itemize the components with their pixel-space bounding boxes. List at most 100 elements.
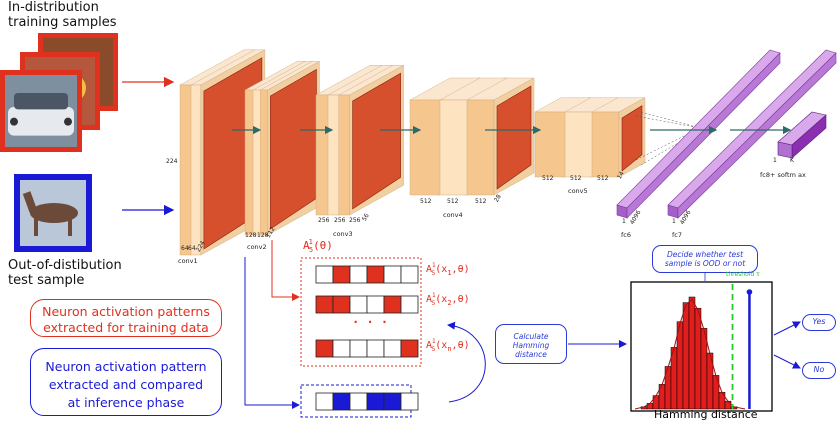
conv4-slice-1: [436, 99, 468, 196]
conv2-to-test-arrow: [244, 257, 300, 409]
threshold-label: threshold τ: [726, 271, 760, 278]
fc6-front: [626, 52, 781, 219]
histogram-bar-7: [682, 302, 690, 410]
ood-horse-body: [30, 203, 78, 223]
fc8-dim-a: 1: [773, 157, 777, 164]
conv5-dim-c: 512: [597, 175, 609, 182]
conv1-dim-a: 64: [181, 245, 189, 252]
fc8-end: [777, 141, 793, 159]
fc7-front: [677, 52, 837, 219]
pattern-row-1-cell-5: [400, 265, 419, 284]
decide-line2: sample is OOD or not: [664, 259, 746, 268]
inference-pattern-line3: at inference phase: [67, 395, 185, 410]
pattern-test-cell-0: [315, 392, 334, 411]
conv5-slice-1: [561, 111, 593, 178]
pattern-row-2-cell-1: [332, 295, 351, 314]
fc7-dim-a: 1: [672, 218, 676, 225]
pattern-row-2-cell-3: [366, 295, 385, 314]
sample-1-car-body: [8, 106, 74, 136]
fc-dash-0: [635, 115, 701, 129]
histogram-bar-6: [676, 321, 684, 410]
pattern-test-cell-5: [400, 392, 419, 411]
train-patterns-line2: extracted for training data: [43, 320, 209, 335]
conv1-dim-b: 64: [188, 245, 196, 252]
histogram-bar-9: [694, 307, 702, 410]
pattern-row-n-cell-5: [400, 339, 419, 358]
conv1-label: conv1: [178, 257, 198, 265]
pattern-row-2-cell-0: [315, 295, 334, 314]
pattern-test-cell-4: [383, 392, 402, 411]
conv2-slice-2: [259, 89, 268, 236]
conv5-red-panel: [621, 105, 643, 172]
conv2-dim-b: 128: [257, 232, 269, 239]
conv4-dim-c: 512: [475, 198, 487, 205]
fc8-dim-b: K: [790, 157, 794, 164]
hamming-calc-line2: Hamming: [512, 341, 550, 350]
conv4-label: conv4: [443, 211, 463, 219]
ood-horse-neck: [22, 191, 38, 213]
pattern-row-2-cell-4: [383, 295, 402, 314]
inference-pattern-line1: Neuron activation pattern: [45, 359, 207, 374]
conv4-dim-a: 512: [420, 198, 432, 205]
conv1-slice-1: [189, 84, 202, 256]
pattern-row-2-cell-5: [400, 295, 419, 314]
conv1-slice-0: [179, 84, 192, 256]
conv5-slice-2: [588, 111, 620, 178]
conv3-dim-b: 256: [334, 217, 346, 224]
histogram-density-curve: [634, 298, 746, 410]
pattern-test-cell-3: [366, 392, 385, 411]
outcome-no: No: [802, 362, 836, 379]
conv5-dim-b: 512: [570, 175, 582, 182]
inference-pattern-box: Neuron activation pattern extracted and …: [30, 348, 222, 416]
pattern-ellipsis: · · ·: [352, 315, 389, 329]
conv3-label: conv3: [333, 230, 353, 238]
pattern-row-n-cell-2: [349, 339, 368, 358]
outcome-yes: Yes: [802, 314, 836, 331]
train-pattern-panel: [300, 257, 422, 367]
conv3-dim-c: 256: [349, 217, 361, 224]
sample-1-car-window: [14, 92, 68, 110]
conv4-slice-0: [409, 99, 441, 196]
in-dist-label-line1: In-distribution: [8, 0, 99, 15]
conv3-red-panel: [352, 72, 401, 210]
pattern-row-1-cell-4: [383, 265, 402, 284]
test-sample-dot: [746, 289, 753, 295]
train-patterns-box: Neuron activation patterns extracted for…: [30, 299, 222, 337]
pattern-row-2-cell-2: [349, 295, 368, 314]
fc-dash-2: [640, 111, 701, 129]
conv3-slice-1: [326, 94, 339, 216]
pattern-row-n-cell-0: [315, 339, 334, 358]
conv2-slice-0: [244, 89, 254, 236]
ood-label-line1: Out-of-distibution: [8, 258, 122, 273]
inference-pattern-line2: extracted and compared: [48, 377, 204, 392]
pattern-test-cell-2: [349, 392, 368, 411]
ood-horse-leg1: [34, 216, 38, 236]
pattern-row-1-cell-2: [349, 265, 368, 284]
sample-1-light-l: [10, 117, 18, 126]
conv3-dim-a: 256: [318, 217, 330, 224]
pattern-row-n-cell-1: [332, 339, 351, 358]
histogram-bar-2: [652, 395, 660, 410]
pattern-row-n-cell-4: [383, 339, 402, 358]
conv3-slice-0: [315, 94, 329, 216]
pattern-header: A15(θ): [303, 238, 333, 254]
conv5-dim-a: 512: [542, 175, 554, 182]
decide-line1: Decide whether test: [666, 250, 744, 259]
conv5-label: conv5: [568, 187, 588, 195]
sample-1-light-r: [64, 117, 72, 126]
fc8-label: fc8+ softm ax: [760, 171, 806, 179]
compare-curve-arrow: [447, 321, 486, 403]
pattern-row-1-label: A15(x1,θ): [426, 262, 470, 277]
pattern-row-n-label: A15(xn,θ): [426, 338, 470, 353]
pattern-test-cell-1: [332, 392, 351, 411]
ood-label-line2: test sample: [8, 273, 85, 288]
decide-box: Decide whether test sample is OOD or not: [652, 245, 758, 273]
fc6-dim-a: 1: [622, 218, 626, 225]
conv2-label: conv2: [247, 243, 267, 251]
ood-horse-leg2: [68, 216, 72, 236]
fc6-label: fc6: [621, 231, 631, 239]
conv3-slice-2: [337, 94, 350, 216]
conv2-dim-a: 128: [245, 232, 257, 239]
